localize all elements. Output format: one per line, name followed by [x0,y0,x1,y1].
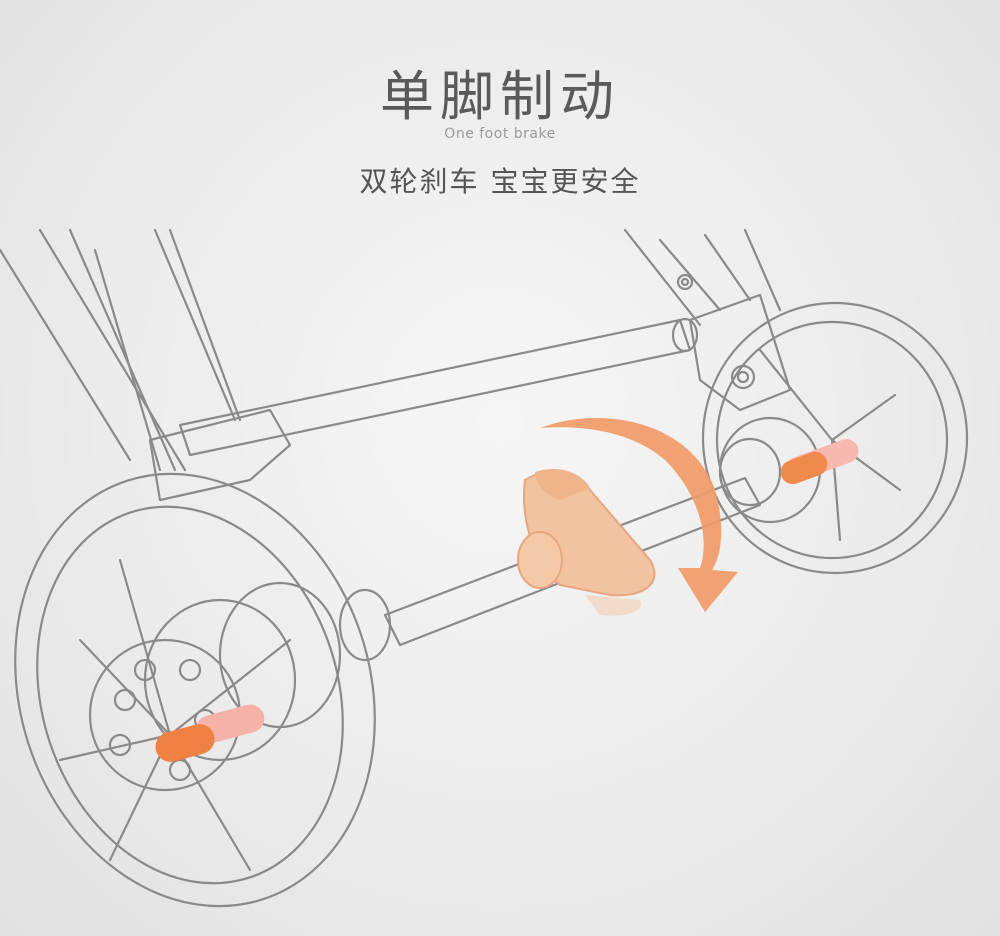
left-axle-collar [338,588,392,662]
frame-tube [743,228,782,312]
rivet-inner [680,277,690,287]
rivet [676,273,694,291]
upper-crossbar [178,318,692,457]
right-hinge-plate [688,293,792,412]
frame-tube [703,233,752,302]
hinge-bolt-inner [736,370,750,384]
page-title: 单脚制动 [380,65,620,128]
subtitle-chinese: 双轮刹车 宝宝更安全 [359,165,641,198]
left-hub [143,598,297,762]
left-joint [148,408,292,502]
left-wheel-spokes [58,558,292,872]
upper-crossbar-cap [671,317,699,353]
right-hub-ring [718,437,782,507]
left-brake-pin [155,704,265,762]
rotate-arrow-icon [540,417,738,612]
frame-tube [153,228,237,422]
frame-tube [93,248,162,472]
frame-tube [168,228,242,422]
frame-tube [658,238,722,312]
left-hub-cap [218,581,342,729]
brake-pedal-icon [517,468,656,616]
frame-tube [38,228,187,472]
rear-axle [383,476,762,647]
frame-tube [68,228,177,472]
subtitle-english: One foot brake [444,126,556,142]
left-wheel-inner [36,505,344,885]
right-wheel-inner [715,320,949,560]
left-wheel-outer [14,472,376,908]
frame-tube [623,228,702,327]
right-wheel-outer [701,301,969,575]
frame-tube [0,248,132,462]
right-wheel-spokes [758,348,902,542]
right-brake-pin [780,439,859,485]
